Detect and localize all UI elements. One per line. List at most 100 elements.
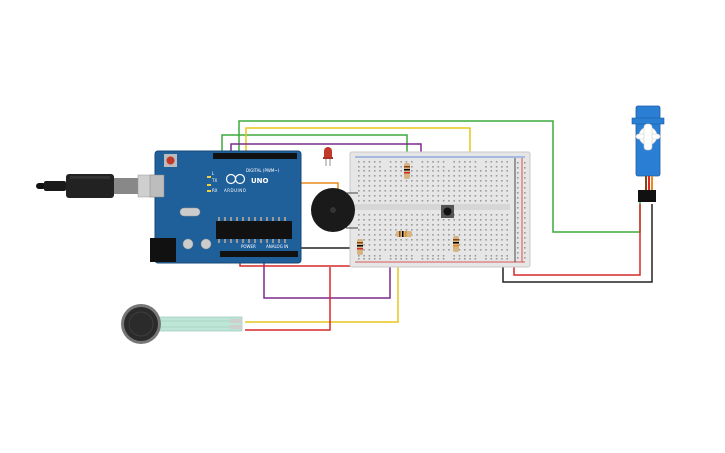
breadboard-hole[interactable] [524,162,526,164]
breadboard-hole[interactable] [405,161,408,163]
breadboard-hole[interactable] [458,255,461,257]
breadboard-hole[interactable] [479,175,482,177]
breadboard-hole[interactable] [416,224,418,226]
breadboard-hole[interactable] [442,239,445,241]
breadboard-hole[interactable] [469,224,471,226]
breadboard-hole[interactable] [517,172,519,174]
breadboard-hole[interactable] [501,175,503,177]
resistor-2[interactable] [396,231,412,237]
breadboard-hole[interactable] [506,190,508,192]
breadboard-hole[interactable] [358,219,360,221]
breadboard-hole[interactable] [485,195,487,197]
breadboard-hole[interactable] [474,161,477,163]
breadboard-hole[interactable] [469,170,471,172]
breadboard-hole[interactable] [437,195,440,197]
breadboard-hole[interactable] [495,244,498,246]
breadboard-hole[interactable] [400,255,402,257]
breadboard-hole[interactable] [442,170,445,172]
breadboard-hole[interactable] [363,255,365,257]
breadboard-hole[interactable] [411,229,413,231]
breadboard-hole[interactable] [384,224,387,226]
breadboard-hole[interactable] [490,175,493,177]
breadboard-hole[interactable] [517,252,519,254]
breadboard-hole[interactable] [469,234,471,236]
breadboard-hole[interactable] [442,255,445,257]
breadboard-hole[interactable] [426,180,429,182]
breadboard-hole[interactable] [384,170,387,172]
breadboard-hole[interactable] [368,200,371,202]
breadboard-hole[interactable] [421,219,424,221]
breadboard-hole[interactable] [426,161,429,163]
breadboard-hole[interactable] [506,170,508,172]
breadboard-hole[interactable] [368,180,371,182]
breadboard-hole[interactable] [411,249,413,251]
breadboard-hole[interactable] [464,219,466,221]
breadboard-hole[interactable] [405,190,408,192]
breadboard-hole[interactable] [474,214,477,216]
breadboard-hole[interactable] [442,249,445,251]
breadboard-hole[interactable] [379,244,381,246]
breadboard-hole[interactable] [411,214,413,216]
breadboard-hole[interactable] [506,214,508,216]
breadboard-hole[interactable] [464,180,466,182]
servo-connector[interactable] [638,190,656,202]
breadboard-hole[interactable] [384,200,387,202]
breadboard-hole[interactable] [368,224,371,226]
breadboard-hole[interactable] [426,166,429,168]
breadboard-hole[interactable] [495,175,498,177]
breadboard-hole[interactable] [421,249,424,251]
breadboard-hole[interactable] [389,249,392,251]
breadboard-hole[interactable] [448,180,450,182]
breadboard-hole[interactable] [474,180,477,182]
breadboard-hole[interactable] [453,258,455,260]
breadboard-hole[interactable] [437,255,440,257]
breadboard-hole[interactable] [416,180,418,182]
breadboard-hole[interactable] [426,234,429,236]
breadboard-hole[interactable] [469,175,471,177]
breadboard-hole[interactable] [437,190,440,192]
breadboard-hole[interactable] [458,229,461,231]
breadboard-hole[interactable] [363,190,365,192]
breadboard-hole[interactable] [458,170,461,172]
breadboard-hole[interactable] [416,195,418,197]
breadboard-hole[interactable] [524,212,526,214]
breadboard-hole[interactable] [495,258,498,260]
breadboard-hole[interactable] [358,166,360,168]
breadboard-hole[interactable] [517,202,519,204]
breadboard-hole[interactable] [389,224,392,226]
breadboard-hole[interactable] [400,244,402,246]
breadboard-hole[interactable] [405,195,408,197]
breadboard-hole[interactable] [464,229,466,231]
breadboard-hole[interactable] [501,258,503,260]
breadboard-hole[interactable] [485,224,487,226]
breadboard-hole[interactable] [464,161,466,163]
breadboard-hole[interactable] [453,219,455,221]
breadboard-hole[interactable] [432,239,434,241]
breadboard-hole[interactable] [485,219,487,221]
breadboard-hole[interactable] [363,185,365,187]
breadboard-hole[interactable] [368,239,371,241]
breadboard-hole[interactable] [405,180,408,182]
breadboard-hole[interactable] [474,255,477,257]
breadboard-hole[interactable] [389,239,392,241]
breadboard-hole[interactable] [358,190,360,192]
breadboard-hole[interactable] [458,244,461,246]
breadboard-hole[interactable] [501,239,503,241]
breadboard-hole[interactable] [506,161,508,163]
breadboard-hole[interactable] [400,180,402,182]
breadboard-hole[interactable] [490,229,493,231]
breadboard-hole[interactable] [373,234,376,236]
breadboard-hole[interactable] [395,258,397,260]
breadboard-hole[interactable] [479,195,482,197]
breadboard-hole[interactable] [437,219,440,221]
breadboard-hole[interactable] [437,239,440,241]
breadboard-hole[interactable] [400,161,402,163]
breadboard-hole[interactable] [379,239,381,241]
breadboard-hole[interactable] [506,195,508,197]
breadboard-hole[interactable] [368,255,371,257]
breadboard-hole[interactable] [495,180,498,182]
resistor-1[interactable] [404,163,410,179]
breadboard-hole[interactable] [448,224,450,226]
breadboard-hole[interactable] [458,166,461,168]
breadboard-hole[interactable] [432,195,434,197]
